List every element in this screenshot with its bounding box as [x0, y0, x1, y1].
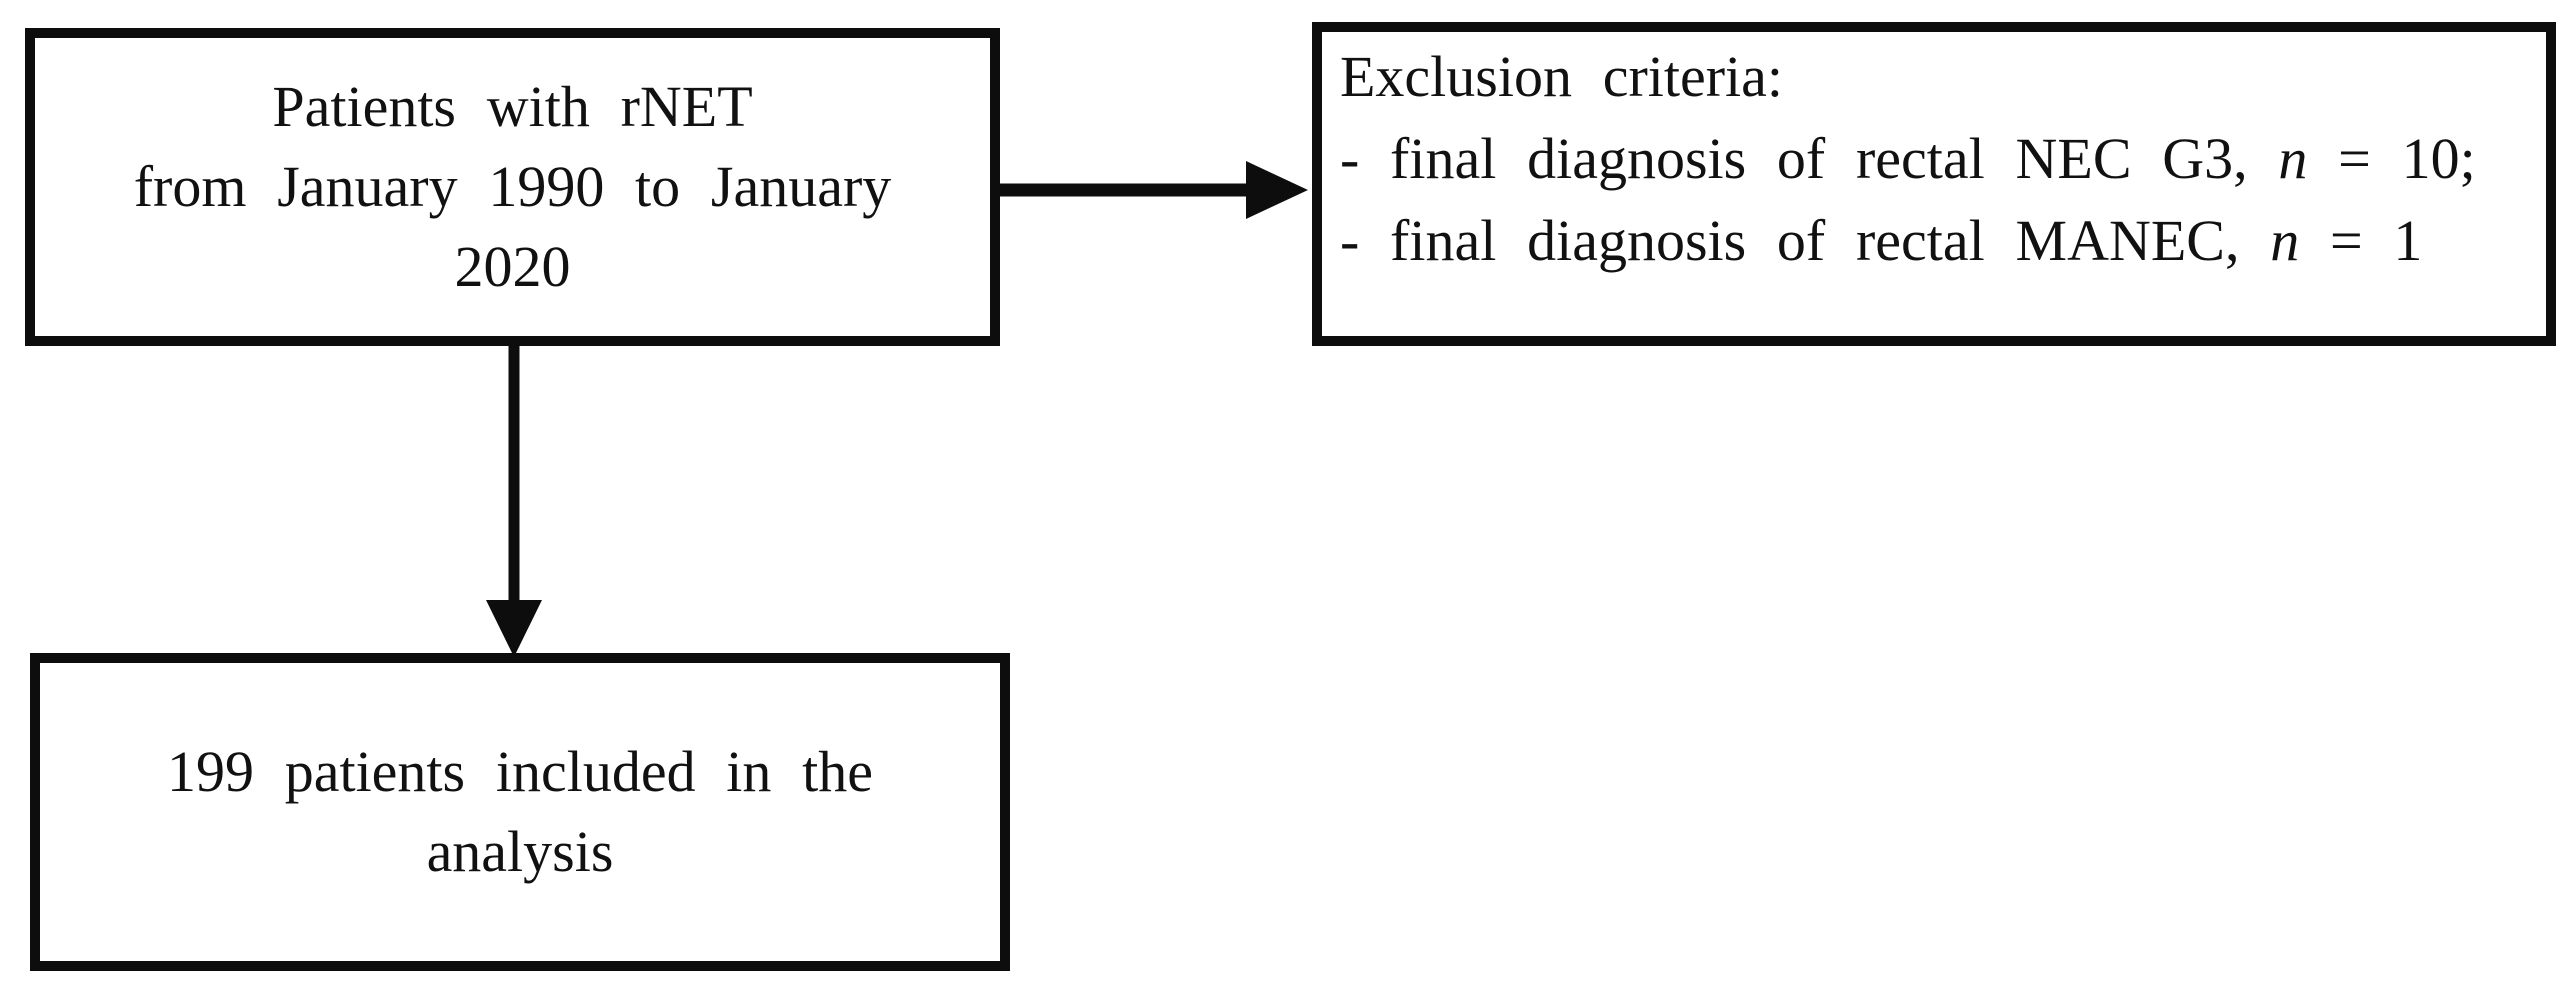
patients-line-2: from January 1990 to January — [133, 154, 892, 219]
exclusion-heading: Exclusion criteria: — [1340, 44, 1784, 109]
exclusion-item-1-text: - final diagnosis of rectal NEC G3, — [1340, 126, 2279, 191]
included-line-2: analysis — [426, 819, 614, 884]
arrow-to-included-icon — [486, 344, 542, 657]
exclusion-item-1-value: = 10; — [2307, 126, 2476, 191]
patients-line-3: 2020 — [454, 234, 571, 299]
included-line-1: 199 patients included in the — [166, 739, 874, 804]
exclusion-item-2-value: = 1 — [2299, 208, 2423, 273]
node-included-patients: 199 patients included in the analysis — [30, 653, 1010, 971]
arrow-to-exclusion-icon — [998, 161, 1308, 219]
node-patients-cohort: Patients with rNET from January 1990 to … — [25, 28, 1000, 346]
patients-line-1: Patients with rNET — [272, 74, 753, 139]
node-exclusion-criteria: Exclusion criteria: - final diagnosis of… — [1312, 22, 2556, 346]
exclusion-item-2-n: n — [2270, 208, 2300, 273]
exclusion-item-1: - final diagnosis of rectal NEC G3, n = … — [1340, 118, 2530, 200]
exclusion-item-2-text: - final diagnosis of rectal MANEC, — [1340, 208, 2271, 273]
exclusion-item-2: - final diagnosis of rectal MANEC, n = 1 — [1340, 200, 2530, 282]
exclusion-item-1-n: n — [2278, 126, 2308, 191]
